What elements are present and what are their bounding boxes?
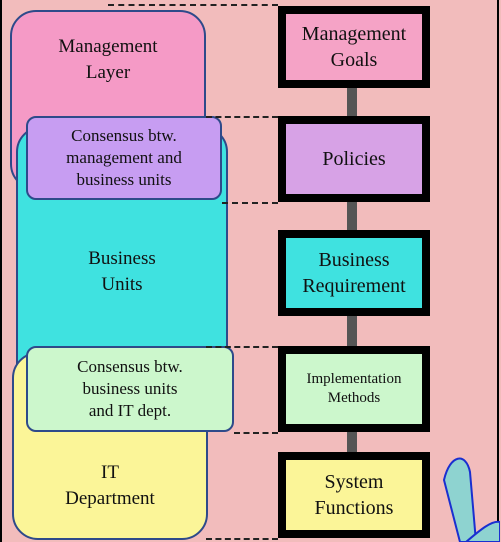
dashed-line: [206, 538, 278, 540]
stage-system-functions: System Functions: [278, 452, 430, 538]
stage-business-requirement-label: Business Requirement: [302, 249, 406, 297]
connector-goals-policies: [347, 86, 357, 116]
stage-implementation-methods: Implementation Methods: [278, 346, 430, 432]
dashed-line: [206, 346, 278, 348]
consensus-management-business-label: Consensus btw. management and business u…: [66, 125, 182, 190]
left-frame-line: [0, 0, 2, 542]
consensus-business-it-label: Consensus btw. business units and IT dep…: [77, 356, 183, 421]
dashed-line: [108, 4, 278, 6]
dashed-line: [222, 202, 278, 204]
stage-business-requirement: Business Requirement: [278, 230, 430, 316]
right-frame-line: [497, 0, 499, 542]
stage-implementation-methods-label: Implementation Methods: [306, 370, 402, 407]
business-units-label: Business Units: [88, 248, 156, 295]
dashed-line: [206, 116, 278, 118]
consensus-management-business-box: Consensus btw. management and business u…: [26, 116, 222, 200]
stage-policies: Policies: [278, 116, 430, 202]
stage-management-goals: Management Goals: [278, 6, 430, 88]
stage-system-functions-label: System Functions: [314, 471, 394, 519]
curved-arrow-shape: [442, 457, 500, 542]
connector-methods-functions: [347, 430, 357, 454]
stage-management-goals-label: Management Goals: [301, 23, 407, 71]
consensus-business-it-box: Consensus btw. business units and IT dep…: [26, 346, 234, 432]
connector-requirement-methods: [347, 314, 357, 348]
dashed-line: [234, 432, 278, 434]
it-department-label: IT Department: [65, 462, 155, 509]
stage-policies-label: Policies: [322, 148, 386, 170]
management-layer-label: Management Layer: [58, 36, 158, 83]
connector-policies-requirement: [347, 200, 357, 230]
